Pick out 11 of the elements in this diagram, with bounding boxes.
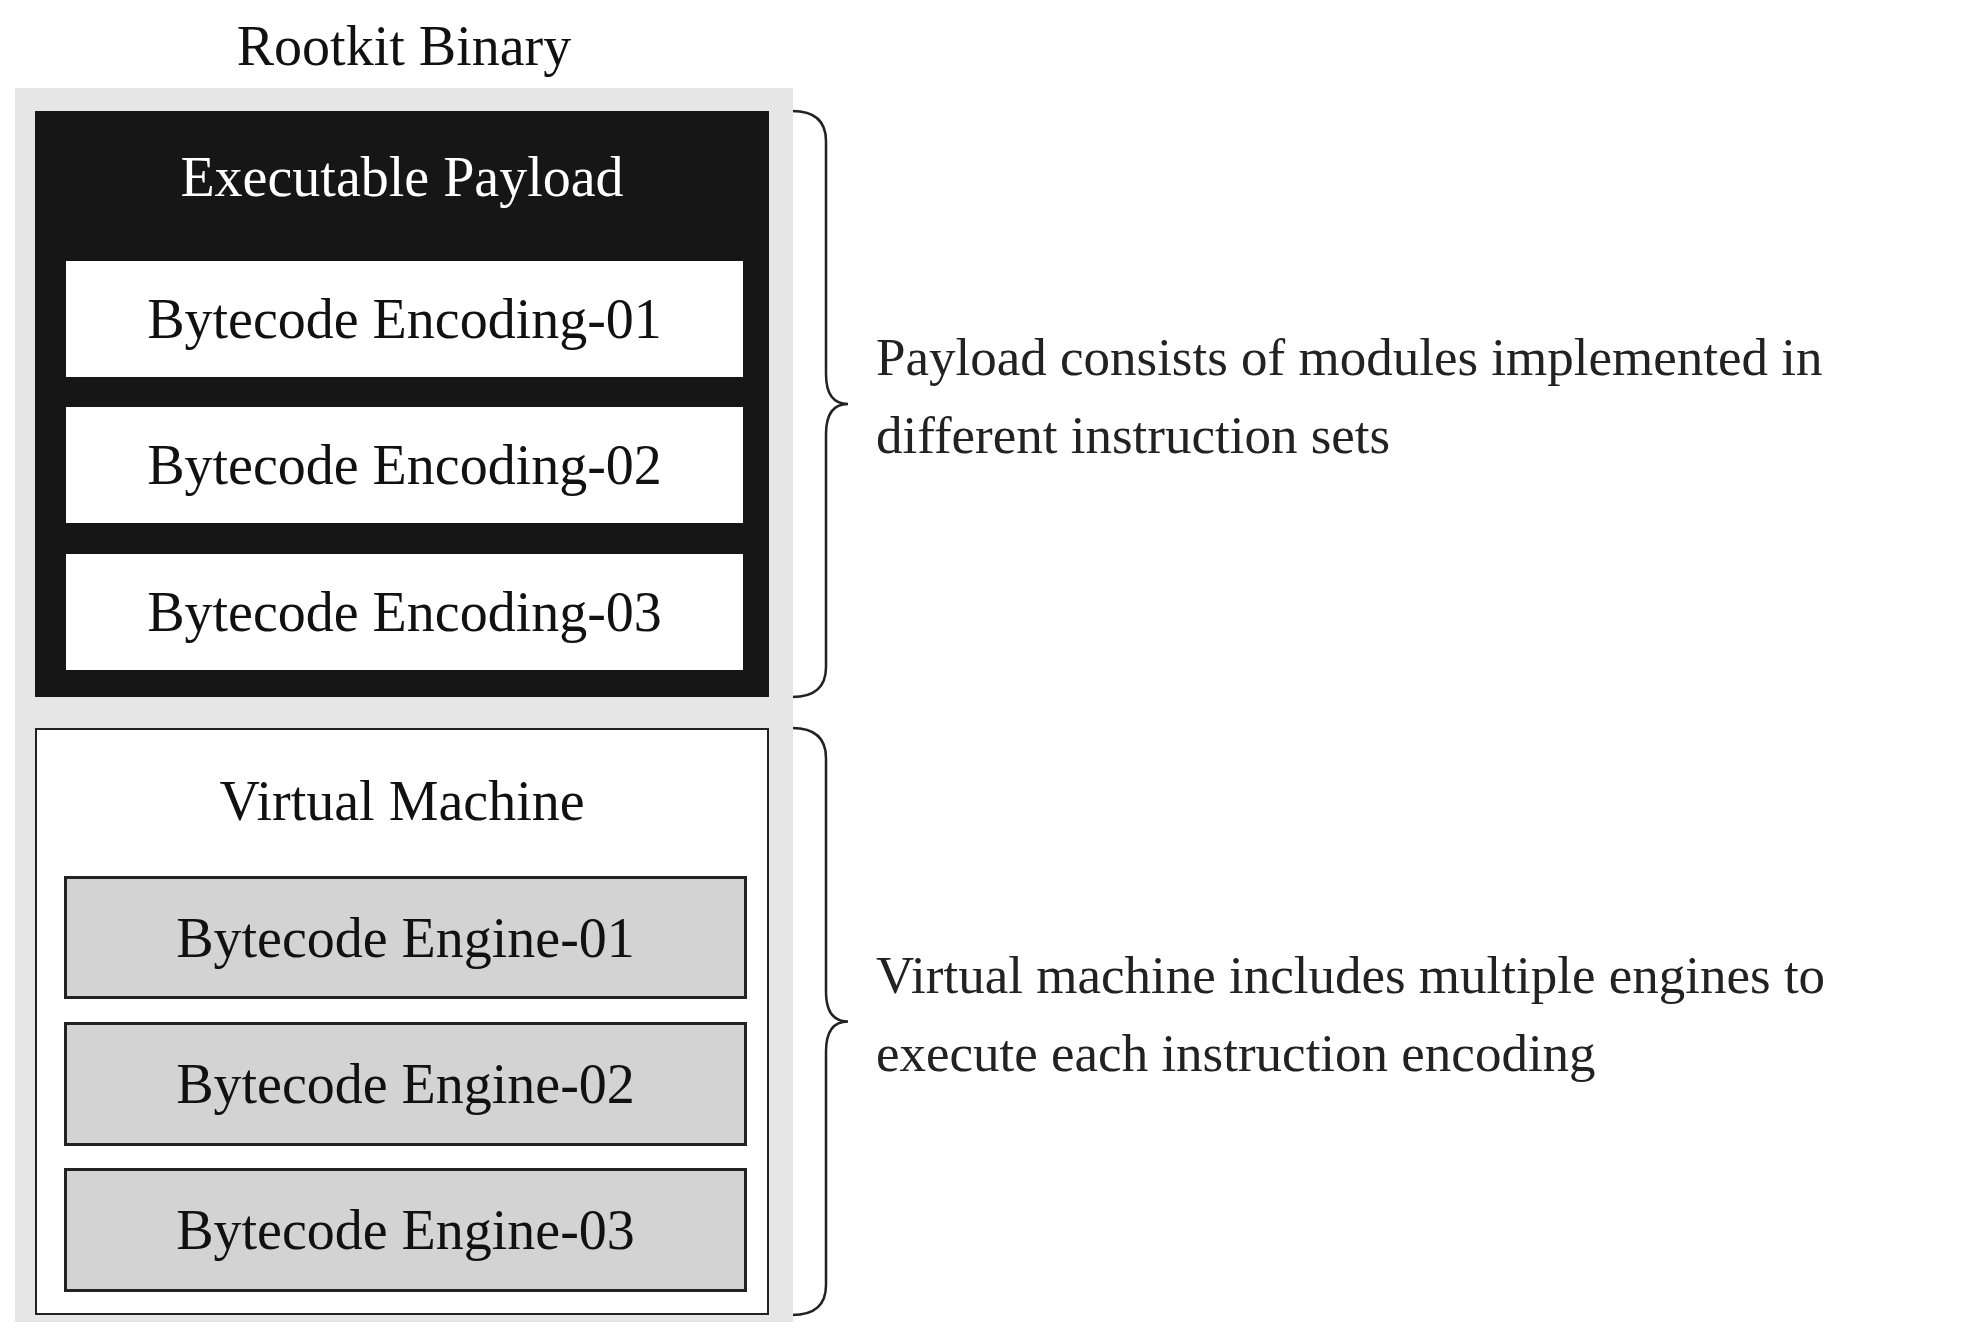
brace-annotation: Virtual machine includes multiple engines to execute each instruction encoding: [876, 944, 1827, 1084]
brace-annotation: Payload consists of modules implemented in different instruction sets: [876, 327, 1824, 466]
engine-box: [64, 1022, 747, 1146]
engine-box: [64, 1168, 747, 1292]
encoding-box: [66, 407, 743, 523]
engine-box: [64, 876, 747, 999]
encoding-box: [66, 554, 743, 670]
payload-panel: [35, 111, 769, 697]
encoding-box: [66, 261, 743, 377]
panel-heading: Virtual Machine: [218, 773, 586, 829]
virtual-machine-panel: [35, 728, 769, 1315]
